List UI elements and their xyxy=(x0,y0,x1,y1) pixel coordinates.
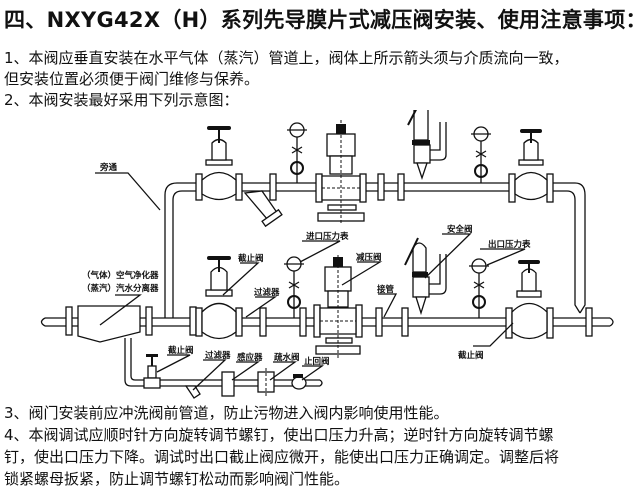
main-safety-valve xyxy=(404,237,447,316)
label-sensor: 感应器 xyxy=(237,352,263,363)
note-1-line-2: 但安装位置必须便于阀门维修与保养。 xyxy=(4,70,260,88)
bypass-strainer xyxy=(243,173,283,228)
main-reducing-valve xyxy=(313,255,409,360)
bypass-stop-valve xyxy=(195,126,243,201)
label-separator-gas: （气体）空气净化器 xyxy=(82,270,159,281)
note-1-line-1: 1、本阀应垂直安装在水平气体（蒸汽）管道上，阀体上所示箭头须与介质流向一致， xyxy=(4,49,569,67)
note-3: 3、阀门安装前应冲洗阀前管道，防止污物进入阀内影响使用性能。 xyxy=(4,404,449,422)
main-stop-valve xyxy=(195,256,243,340)
label-drain-strainer: 过滤器 xyxy=(205,350,231,361)
bypass-gauge xyxy=(287,122,307,183)
label-inlet-pressure-gauge: 进口压力表 xyxy=(306,231,349,242)
label-reducing-valve: 减压阀 xyxy=(356,252,382,263)
label-outlet-stop-valve: 截止阀 xyxy=(458,350,484,361)
label-inlet-stop-valve: 截止阀 xyxy=(238,253,264,264)
main-outlet-stop-valve xyxy=(505,260,593,340)
bypass-outlet-gauge xyxy=(471,126,491,183)
label-connecting-pipe: 接管 xyxy=(377,284,395,295)
bypass-safety-valve xyxy=(407,110,447,181)
label-check-valve: 止回阀 xyxy=(304,356,330,367)
page-title: 四、NXYG42X（H）系列先导膜片式减压阀安装、使用注意事项： xyxy=(4,8,640,32)
separator xyxy=(65,305,197,343)
main-inlet-gauge xyxy=(284,256,304,318)
note-4-line-2: 钉，使出口压力下降。调试时出口截止阀应微开，能使出口压力正确调定。调整后将 xyxy=(4,448,560,466)
leader-lines xyxy=(95,172,526,391)
label-separator-steam: （蒸汽）汽水分离器 xyxy=(82,283,159,294)
label-steam-trap: 疏水阀 xyxy=(274,352,300,363)
installation-diagram: 旁通 （气体）空气净化器 （蒸汽）汽水分离器 截止阀 过滤器 进口压力表 减压阀… xyxy=(40,110,614,399)
note-2: 2、本阀安装最好采用下列示意图： xyxy=(4,91,239,109)
main-outlet-gauge xyxy=(469,258,489,318)
label-bypass: 旁通 xyxy=(99,162,118,173)
bypass-reducing-valve xyxy=(315,120,405,225)
bypass-outlet-stop-valve xyxy=(508,129,554,203)
note-4-line-3: 锁紧螺母扳紧，防止调节螺钉松动而影响阀门性能。 xyxy=(4,470,350,488)
label-strainer: 过滤器 xyxy=(254,287,280,298)
note-4-line-1: 4、本阀调试应顺时针方向旋转调节螺钉，使出口压力升高；逆时针方向旋转调节螺 xyxy=(4,426,554,444)
drain-branch xyxy=(124,338,323,399)
label-drain-stop-valve: 截止阀 xyxy=(168,345,194,356)
main-strainer xyxy=(259,307,307,337)
label-safety-valve: 安全阀 xyxy=(447,224,473,235)
label-outlet-pressure-gauge: 出口压力表 xyxy=(488,239,531,250)
